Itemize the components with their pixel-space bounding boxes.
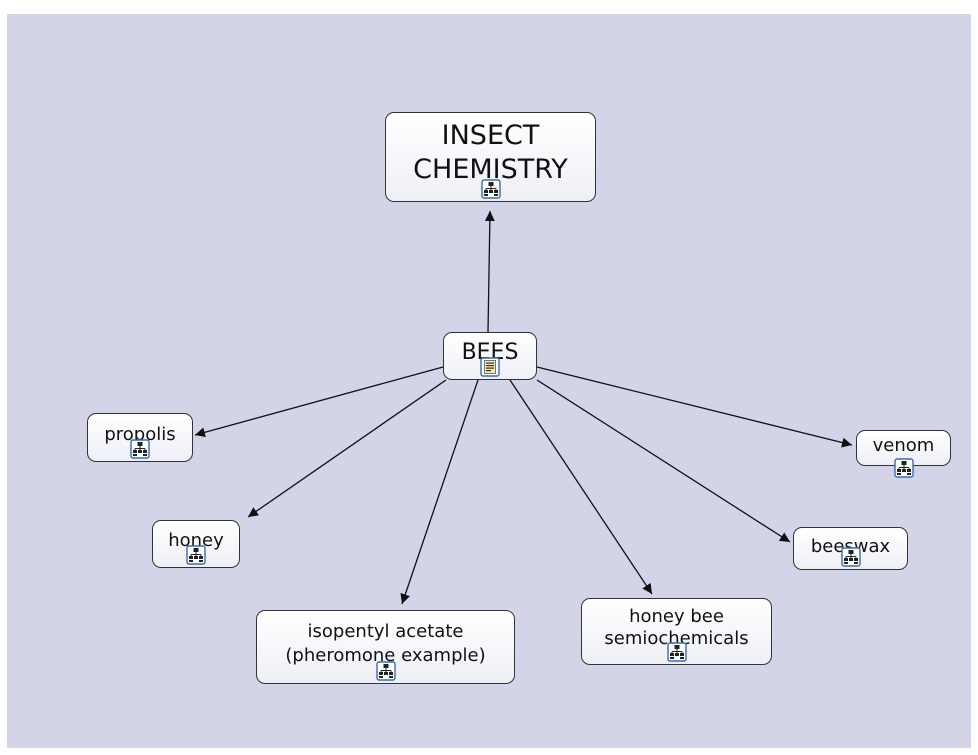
concept-label: honey bee semiochemicals <box>604 606 749 649</box>
concept-propolis[interactable]: propolis <box>87 413 193 462</box>
concept-map-icon[interactable] <box>666 642 687 662</box>
concept-beeswax[interactable]: beeswax <box>793 527 908 570</box>
edge-bees-to-honey-bee-semiochemicals[interactable] <box>509 379 653 595</box>
concept-label: beeswax <box>810 536 891 557</box>
concept-map-icon[interactable] <box>893 458 914 478</box>
edge-bees-to-venom[interactable] <box>536 366 853 448</box>
concept-label: isopentyl acetate (pheromone example) <box>285 621 486 666</box>
concept-map-icon[interactable] <box>480 179 501 199</box>
concept-venom[interactable]: venom <box>856 430 951 478</box>
concept-bees[interactable]: BEES <box>443 332 537 380</box>
concept-honey-bee-semiochemicals[interactable]: honey bee semiochemicals <box>581 598 772 665</box>
edge-bees-to-isopentyl-acetate[interactable] <box>400 379 479 605</box>
concept-honey[interactable]: honey <box>152 520 240 568</box>
edge-bees-to-beeswax[interactable] <box>536 379 791 543</box>
concept-isopentyl-acetate[interactable]: isopentyl acetate (pheromone example) <box>256 610 515 684</box>
concept-label: INSECT CHEMISTRY <box>413 120 568 185</box>
concept-map-icon[interactable] <box>375 661 396 681</box>
concept-label: venom <box>872 435 935 456</box>
concept-map-icon[interactable] <box>186 545 206 565</box>
concept-label: honey <box>168 530 224 551</box>
concept-map-icon[interactable] <box>130 439 150 459</box>
document-icon[interactable] <box>480 357 500 377</box>
edge-bees-to-honey[interactable] <box>247 379 447 518</box>
edge-bees-to-insect-chemistry[interactable] <box>484 210 495 333</box>
concept-map-icon[interactable] <box>840 547 861 567</box>
concept-label: propolis <box>104 424 176 445</box>
edge-bees-to-propolis[interactable] <box>194 366 444 438</box>
concept-insect-chemistry[interactable]: INSECT CHEMISTRY <box>385 112 596 202</box>
